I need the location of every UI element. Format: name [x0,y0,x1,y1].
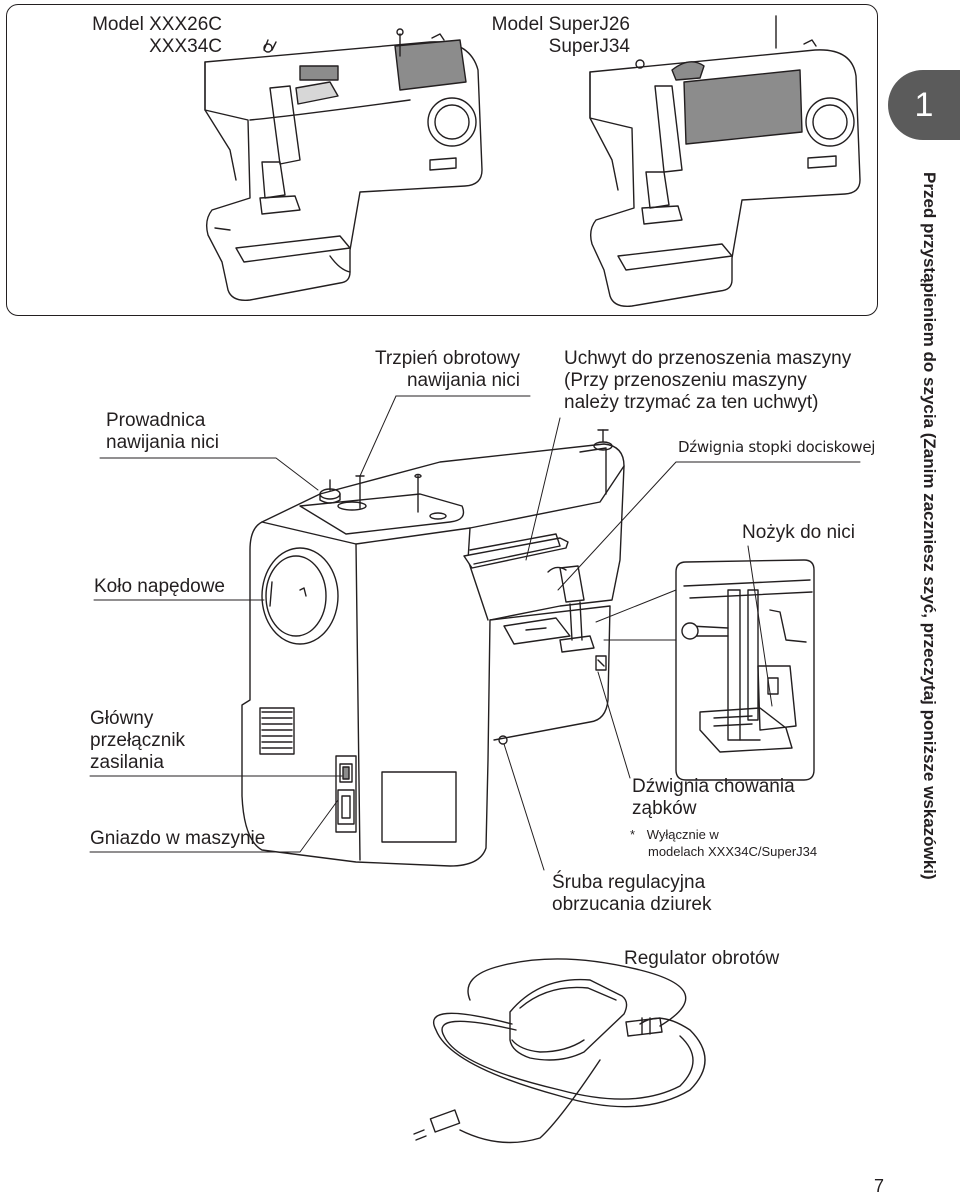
foot-control-label: Regulator obrotów [624,948,780,969]
presser-foot-detail-drawing [595,559,815,781]
thread-cutter-label: Nożyk do nici [742,522,855,543]
drop-feed-label: Dźwignia chowania ząbków [632,776,795,820]
spool-pin-line1: Trzpień obrotowy [374,348,520,369]
model-right-line2: SuperJ34 [548,36,630,57]
thread-guide-line1: Prowadnica [106,410,206,431]
carry-handle-line2: (Przy przenoszeniu maszyny [564,370,807,391]
machine-right-drawing [589,15,861,307]
drop-feed-line2: ząbków [632,798,697,819]
spool-pin-label: Trzpień obrotowy nawijania nici [330,348,520,392]
thread-guide-line2: nawijania nici [106,432,220,453]
foot-control-drawing [413,958,706,1144]
drop-feed-line1: Dźwignia chowania [632,776,795,797]
carry-handle-line1: Uchwyt do przenoszenia maszyny [564,348,852,369]
presser-lever-label: Dźwignia stopki dociskowej [678,438,876,456]
thread-guide-label: Prowadnica nawijania nici [106,410,219,454]
power-switch-line2: przełącznik [90,730,186,751]
chapter-number: 1 [914,86,934,124]
buttonhole-screw-line2: obrzucania dziurek [552,894,712,915]
machine-left-drawing [204,28,483,301]
page-number: 7 [874,1176,885,1196]
power-switch-line3: zasilania [90,752,164,773]
chapter-number-tab: 1 [888,70,960,140]
drop-feed-note: * Wyłącznie w modelach XXX34C/SuperJ34 [630,826,817,860]
power-switch-label: Główny przełącznik zasilania [90,708,185,774]
drop-feed-note-star: * [630,827,636,842]
spool-pin-line2: nawijania nici [406,370,520,391]
handwheel-label: Koło napędowe [94,576,225,597]
model-comparison-frame [6,4,878,316]
carry-handle-label: Uchwyt do przenoszenia maszyny (Przy prz… [564,348,851,414]
model-right-line1: Model SuperJ26 [491,14,630,35]
drop-feed-note-line2: modelach XXX34C/SuperJ34 [648,844,818,859]
main-machine-drawing [241,429,625,867]
leader-lines [89,395,861,871]
power-switch-line1: Główny [90,708,154,729]
model-right-label: Model SuperJ26 SuperJ34 [430,14,630,58]
model-left-line1: Model XXX26C [92,14,222,35]
socket-label: Gniazdo w maszynie [90,828,266,849]
model-left-label: Model XXX26C XXX34C [40,14,222,58]
buttonhole-screw-label: Śruba regulacyjna obrzucania dziurek [552,872,711,916]
drop-feed-note-line1: Wyłącznie w [646,827,719,842]
model-left-line2: XXX34C [149,36,222,57]
carry-handle-line3: należy trzymać za ten uchwyt) [564,392,819,413]
buttonhole-screw-line1: Śruba regulacyjna [552,872,706,893]
